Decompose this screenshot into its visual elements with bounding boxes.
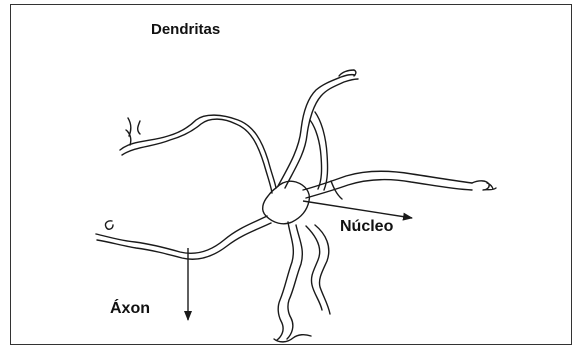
- soma: [263, 181, 310, 224]
- dendrite-top-right: [278, 75, 355, 186]
- dendrite-lower-left-tip: [105, 221, 113, 229]
- dendrite-lower: [277, 222, 293, 340]
- nucleus-label: Núcleo: [340, 218, 393, 236]
- dendrite-upper-left-tips: [126, 118, 140, 145]
- dendrite-lower-right-inner: [315, 225, 330, 314]
- dendrite-upper-left-inner: [122, 119, 272, 193]
- nucleus-arrow: [303, 201, 412, 218]
- dendrite-lower-right: [306, 226, 322, 310]
- dendrite-lower-left: [96, 216, 267, 253]
- dendrite-lower-left-inner: [97, 223, 271, 259]
- dendrite-top-right-side: [310, 120, 322, 189]
- dendrites-label: Dendritas: [151, 21, 220, 38]
- dendrite-right-tip: [472, 181, 496, 190]
- dendrite-lower-inner: [287, 225, 302, 339]
- axon-label: Áxon: [110, 300, 150, 318]
